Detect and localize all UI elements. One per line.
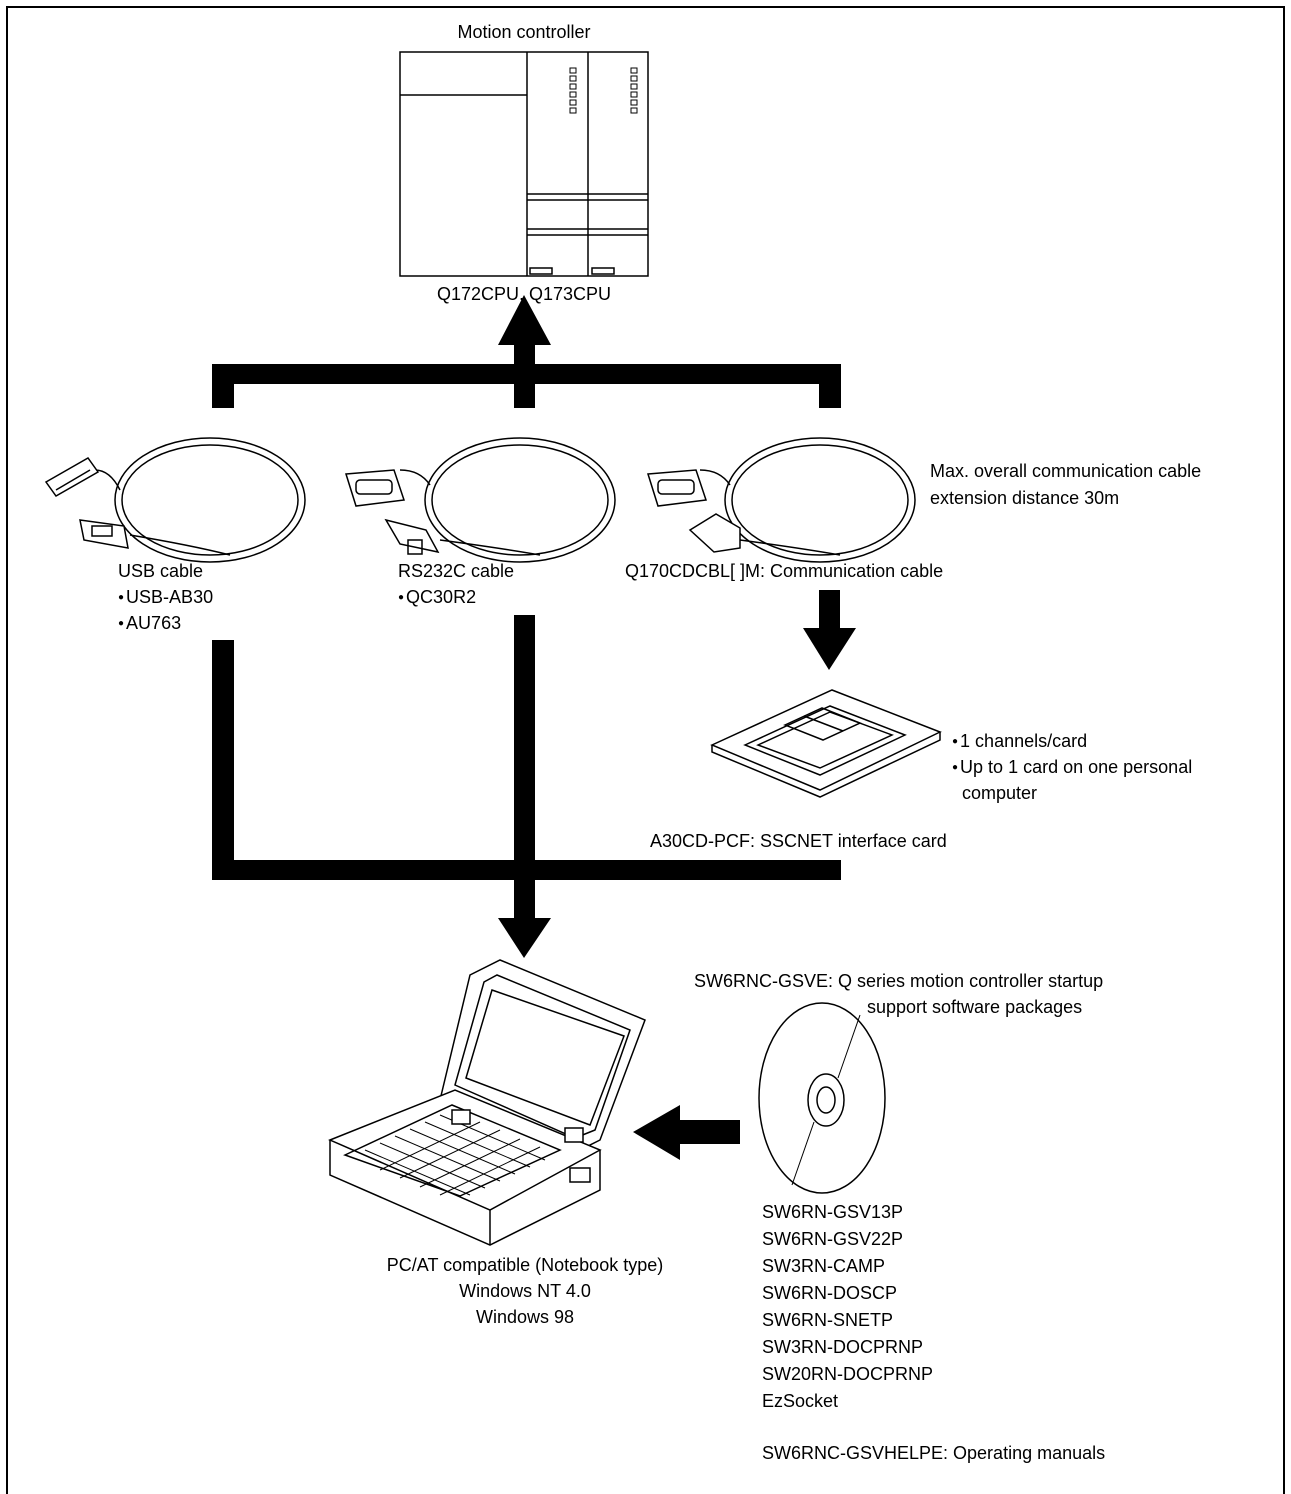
motion-controller-image [399,51,649,277]
software-header-line-1: SW6RNC-GSVE: Q series motion controller … [694,971,1104,991]
rs232c-cable-image [345,437,616,563]
arrow-down-to-card [803,590,856,670]
arrow-up-to-controller [498,295,551,345]
notebook-pc-image [328,959,646,1246]
pc-line-1: PC/AT compatible (Notebook type) [386,1255,664,1275]
pc-line-2: Windows NT 4.0 [459,1281,591,1301]
software-package-7: SW20RN-DOCPRNP [762,1364,934,1384]
controller-title: Motion controller [457,22,591,42]
software-package-8: EzSocket [762,1391,839,1411]
cd-rom-image [758,1002,886,1194]
usb-cable-item-2: AU763 [118,611,181,639]
lower-connection-bus [212,615,841,920]
card-label: A30CD-PCF: SSCNET interface card [650,831,947,851]
card-note-1: 1 channels/card [952,729,1087,757]
software-manuals: SW6RNC-GSVHELPE: Operating manuals [762,1443,1106,1463]
rs232c-cable-label: RS232C cable [398,561,515,581]
software-package-6: SW3RN-DOCPRNP [762,1337,924,1357]
diagram-frame [6,6,1285,1494]
software-package-1: SW6RN-GSV13P [762,1202,904,1222]
card-note-2: Up to 1 card on one personal [952,755,1192,783]
software-package-3: SW3RN-CAMP [762,1256,886,1276]
arrow-cd-to-pc [633,1105,740,1160]
comm-cable-note-line-2: extension distance 30m [930,488,1120,508]
communication-cable-image [647,437,916,563]
rs232c-cable-item-1: QC30R2 [398,585,476,613]
comm-cable-label: Q170CDCBL[ ]M: Communication cable [625,561,944,581]
comm-cable-note-line-1: Max. overall communication cable [930,461,1202,481]
usb-cable-item-1: USB-AB30 [118,585,213,613]
pc-line-3: Windows 98 [475,1307,575,1327]
software-package-4: SW6RN-DOSCP [762,1283,898,1303]
arrow-down-to-pc [498,918,551,958]
software-package-2: SW6RN-GSV22P [762,1229,904,1249]
card-note-2-continued: computer [962,783,1038,803]
usb-cable-image [44,437,306,563]
software-header-line-2: support software packages [867,997,1083,1017]
upper-connection-bus [212,344,841,408]
controller-models: Q172CPU, Q173CPU [436,284,612,304]
usb-cable-label: USB cable [118,561,204,581]
sscnet-card-image [710,689,942,798]
software-package-5: SW6RN-SNETP [762,1310,894,1330]
